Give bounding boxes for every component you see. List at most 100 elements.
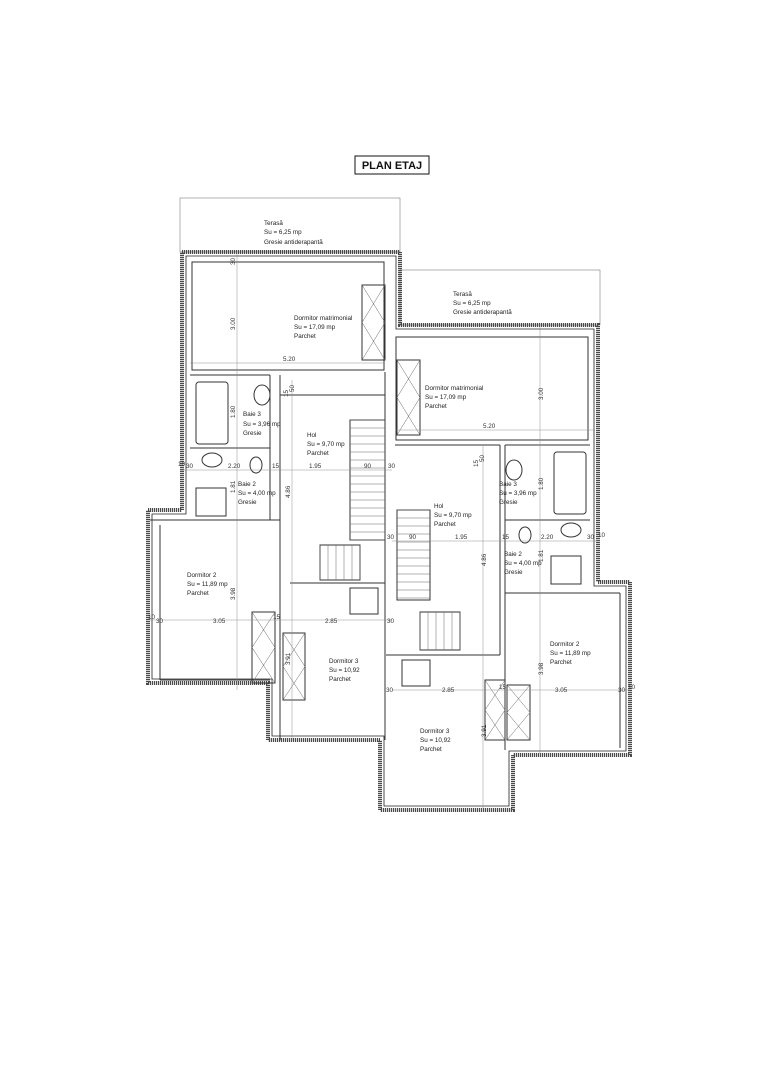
label-text: Su = 6,25 mp [453,300,491,307]
label-text: Parchet [420,746,442,753]
wardrobe [506,684,531,741]
label-text: 90 [409,534,417,541]
label-text: 30 [156,618,164,625]
terrace-right [399,269,601,326]
label-text: 3.00 [230,317,237,330]
label-text: 30 [230,257,237,265]
label-text: Su = 3,96 mp [499,490,537,497]
right-unit-partitions [386,336,621,750]
label-text: 1.80 [230,405,237,418]
label-text: 3.05 [213,618,226,625]
label-text: Hol [307,432,316,439]
label-text: 15 [273,614,281,621]
label-text: 3.91 [481,724,488,737]
label-text: 10 [628,684,636,691]
label-text: 5.20 [283,356,296,363]
label-text: Su = 11,89 mp [187,581,228,588]
wardrobe [251,611,276,684]
label-text: 10 [178,461,186,468]
staircase-left [319,419,386,581]
label-text: 2.20 [228,463,241,470]
label-text: 1.95 [309,463,322,470]
room-master-bedroom: Dormitor matrimonial Su = 17,09 mp Parchet [425,385,483,410]
room-bath-2: Baie 2 Su = 4,00 mp Gresie [504,551,542,576]
title-box [354,155,430,175]
label-text: Su = 4,00 mp [504,560,542,567]
label-text: Gresie [238,499,257,506]
wardrobe [361,284,386,361]
label-text: 15 [272,463,280,470]
wardrobe [396,359,421,436]
label-text: 15 [502,534,510,541]
label-text: Su = 9,70 mp [434,512,472,519]
label-text: Hol [434,503,443,510]
label-text: Parchet [187,590,209,597]
label-text: 50 [289,384,296,392]
label-text: Dormitor matrimonial [425,385,483,392]
label-text: Baie 3 [243,411,261,418]
label-text: 15 [473,459,480,467]
label-text: Parchet [550,659,572,666]
label-text: Su = 4,00 mp [238,490,276,497]
label-text: 3.05 [555,687,568,694]
label-text: 4.86 [285,485,292,498]
plan-title: PLAN ETAJ [362,160,422,172]
label-text: Su = 10,92 [420,737,451,744]
label-text: Parchet [425,403,447,410]
label-text: 30 [587,534,595,541]
dimension-labels: 5.20 2.20 1.95 90 30 30 10 15 3.05 2.85 … [148,257,636,737]
wardrobes [251,284,531,741]
label-text: Su = 6,25 mp [264,229,302,236]
label-text: Su = 9,70 mp [307,441,345,448]
wardrobe [484,679,506,741]
label-text: 5.20 [483,423,496,430]
staircase-right [396,509,461,651]
label-text: 30 [387,618,395,625]
label-text: 1.80 [538,477,545,490]
label-text: Parchet [307,450,329,457]
label-text: Parchet [434,521,456,528]
label-text: Su = 17,09 mp [425,394,467,401]
stair-flight [419,611,461,651]
label-text: 3.98 [230,587,237,600]
label-text: 90 [364,463,372,470]
label-text: Terasă [264,220,283,227]
label-text: 3.91 [285,652,292,665]
room-hall: Hol Su = 9,70 mp Parchet [307,432,345,457]
wardrobe [282,632,306,701]
label-text: Parchet [329,676,351,683]
room-hall: Hol Su = 9,70 mp Parchet [434,503,472,528]
label-text: 4.86 [481,553,488,566]
stair-flight [319,544,361,581]
label-text: Dormitor 2 [187,572,217,579]
label-text: 30 [387,534,395,541]
exterior-wall [146,250,632,812]
stair-flight [349,419,386,541]
label-text: 1.81 [230,480,237,493]
label-text: Dormitor 3 [420,728,450,735]
label-text: 10 [148,614,156,621]
exterior-wall-inner [151,255,627,807]
label-text: Su = 17,09 mp [294,324,336,331]
label-text: 3.98 [538,662,545,675]
room-bedroom-2: Dormitor 2 Su = 11,89 mp Parchet [187,572,228,597]
label-text: Gresie [504,569,523,576]
dimension-lines [150,252,630,808]
label-text: Baie 2 [504,551,522,558]
label-text: 30 [618,687,626,694]
label-text: 2.85 [325,618,338,625]
stair-flight [396,509,431,601]
label-text: 1.95 [455,534,468,541]
label-text: Gresie [499,499,518,506]
label-text: 10 [598,532,606,539]
